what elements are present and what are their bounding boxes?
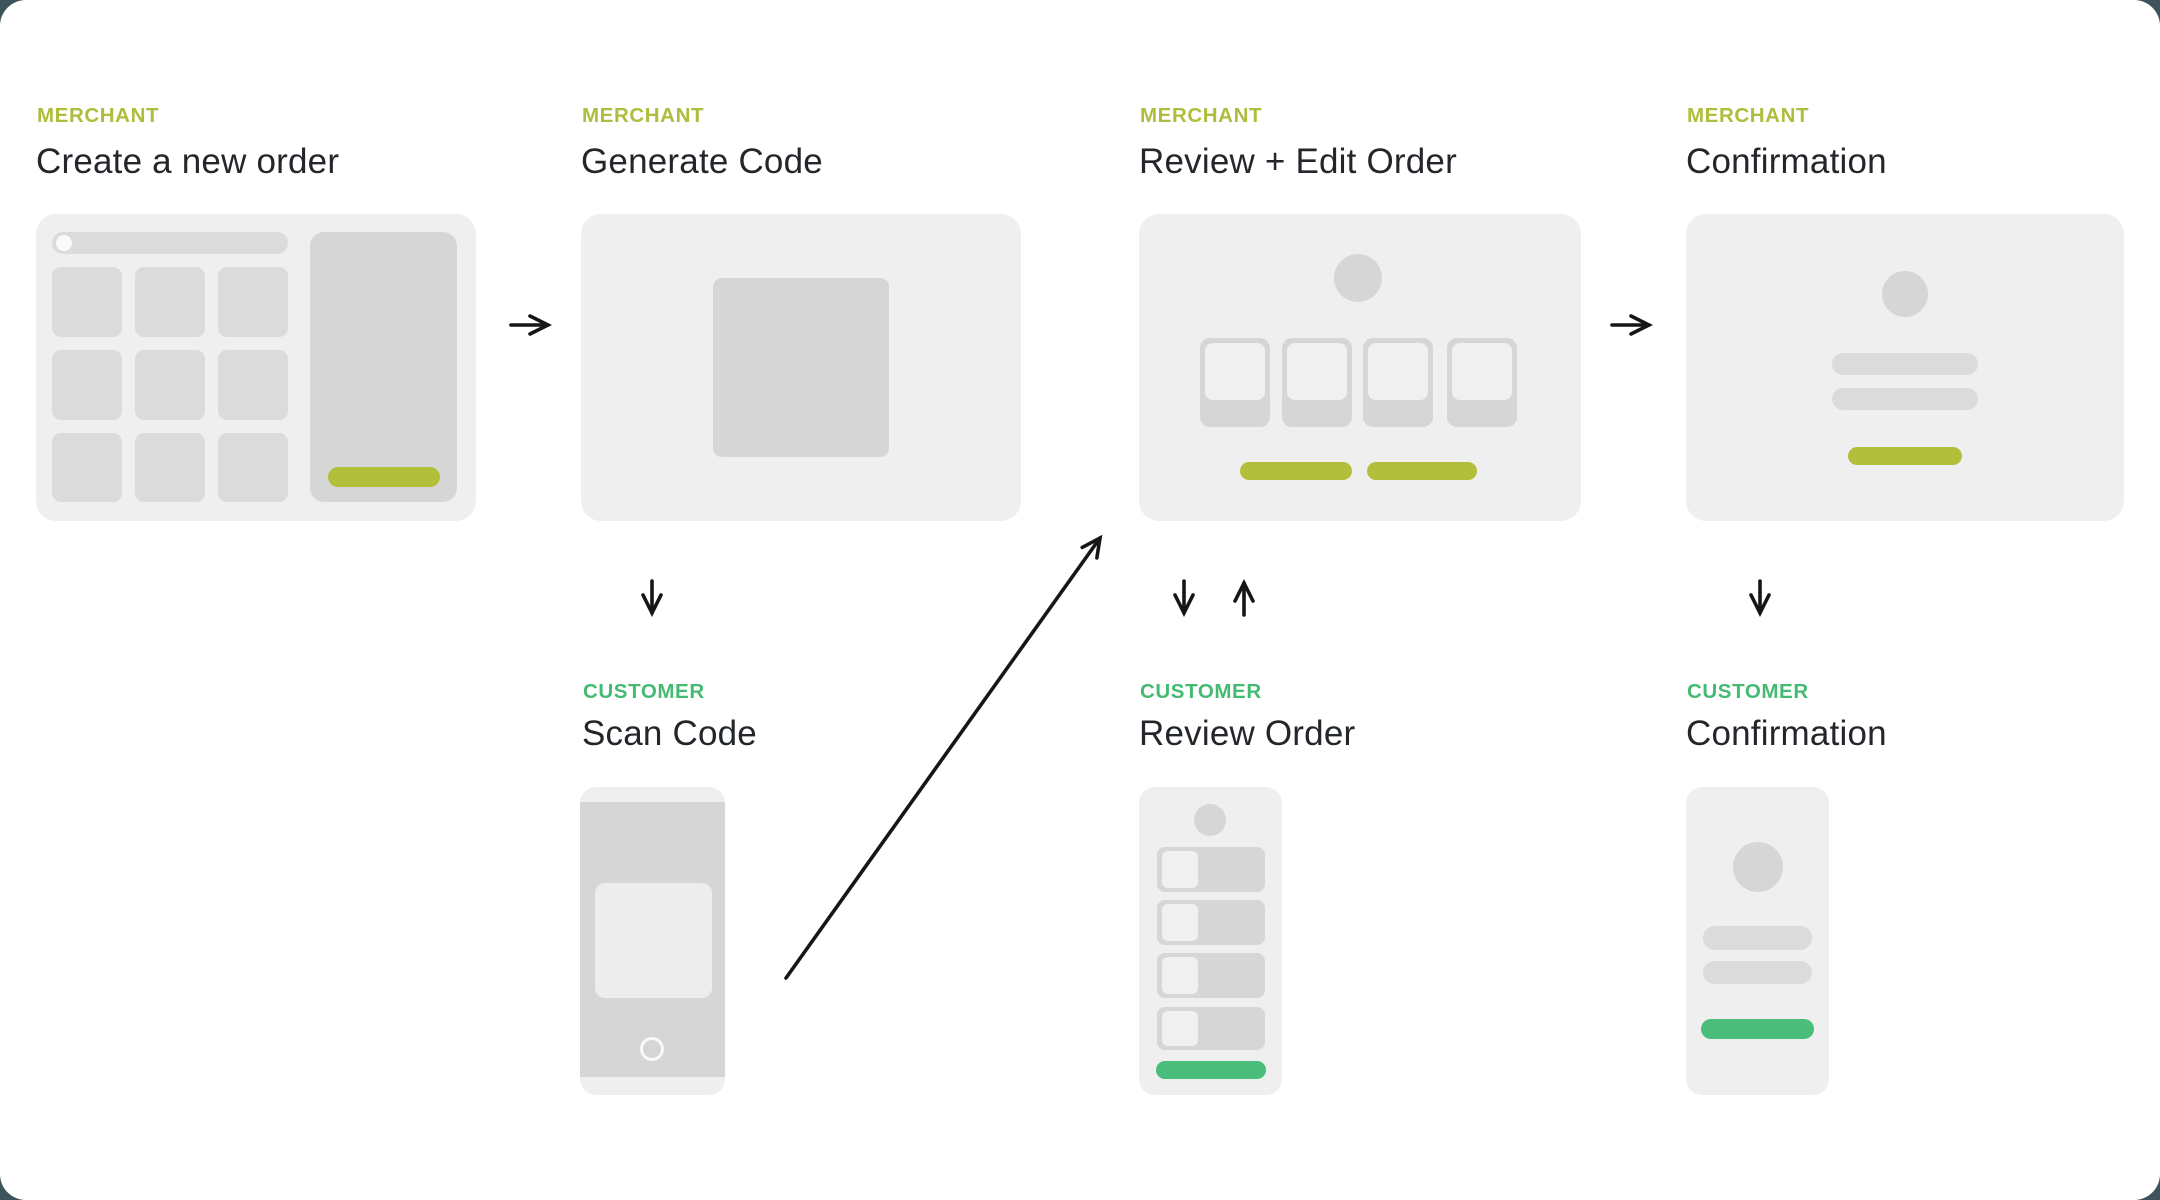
order-line-row xyxy=(1157,1007,1265,1050)
text-line-bar xyxy=(1832,388,1978,410)
qr-viewfinder xyxy=(595,883,712,998)
done-button-bar xyxy=(1701,1019,1814,1039)
scan-code-phone-wireframe xyxy=(580,787,725,1095)
step-title: Confirmation xyxy=(1686,714,1887,753)
product-tile xyxy=(135,433,205,502)
merchant-confirmation-wireframe xyxy=(1686,214,2124,521)
row-thumbnail xyxy=(1162,851,1198,888)
order-item-card xyxy=(1282,338,1352,427)
product-tile xyxy=(52,267,122,337)
item-thumbnail xyxy=(1287,343,1347,400)
review-edit-order-wireframe xyxy=(1139,214,1581,521)
diagonal-up-right-arrow-icon xyxy=(784,534,1103,980)
shutter-button-icon xyxy=(640,1037,664,1061)
role-label: MERCHANT xyxy=(582,104,705,127)
product-tile xyxy=(135,267,205,337)
avatar-circle xyxy=(1733,842,1783,892)
order-summary-sidebar xyxy=(310,232,457,502)
item-thumbnail xyxy=(1452,343,1512,400)
step-title: Generate Code xyxy=(581,142,823,181)
text-line-bar xyxy=(1832,353,1978,375)
text-line-bar xyxy=(1703,961,1812,984)
step-title: Review Order xyxy=(1139,714,1356,753)
qr-code-placeholder xyxy=(713,278,889,457)
step-title: Review + Edit Order xyxy=(1139,142,1457,181)
role-label: CUSTOMER xyxy=(1687,680,1809,703)
role-label: MERCHANT xyxy=(1687,104,1810,127)
product-tile xyxy=(218,350,288,420)
edit-button-bar xyxy=(1240,462,1352,480)
row-thumbnail xyxy=(1162,904,1198,941)
search-icon xyxy=(56,235,72,251)
role-label: MERCHANT xyxy=(37,104,160,127)
avatar-circle xyxy=(1334,254,1382,302)
generate-code-wireframe xyxy=(581,214,1021,521)
step-title: Confirmation xyxy=(1686,142,1887,181)
done-button-bar xyxy=(1848,447,1962,465)
product-tile xyxy=(135,350,205,420)
row-thumbnail xyxy=(1162,957,1198,994)
row-thumbnail xyxy=(1162,1011,1198,1046)
order-item-card xyxy=(1200,338,1270,427)
order-item-card xyxy=(1447,338,1517,427)
avatar-circle xyxy=(1882,271,1928,317)
product-tile xyxy=(218,267,288,337)
step-title: Create a new order xyxy=(36,142,340,181)
order-item-card xyxy=(1363,338,1433,427)
role-label: MERCHANT xyxy=(1140,104,1263,127)
order-line-row xyxy=(1157,847,1265,892)
product-tile xyxy=(52,433,122,502)
search-bar xyxy=(52,232,288,254)
customer-confirmation-phone-wireframe xyxy=(1686,787,1829,1095)
order-line-row xyxy=(1157,953,1265,998)
product-tile xyxy=(52,350,122,420)
approve-button-bar xyxy=(1156,1061,1266,1079)
text-line-bar xyxy=(1703,926,1812,950)
confirm-button-bar xyxy=(1367,462,1477,480)
role-label: CUSTOMER xyxy=(583,680,705,703)
order-line-row xyxy=(1157,900,1265,945)
role-label: CUSTOMER xyxy=(1140,680,1262,703)
item-thumbnail xyxy=(1368,343,1428,400)
review-order-phone-wireframe xyxy=(1139,787,1282,1095)
product-tile xyxy=(218,433,288,502)
avatar-circle xyxy=(1194,804,1226,836)
submit-order-button-bar xyxy=(328,467,440,487)
item-thumbnail xyxy=(1205,343,1265,400)
create-order-wireframe xyxy=(36,214,476,521)
step-title: Scan Code xyxy=(582,714,757,753)
